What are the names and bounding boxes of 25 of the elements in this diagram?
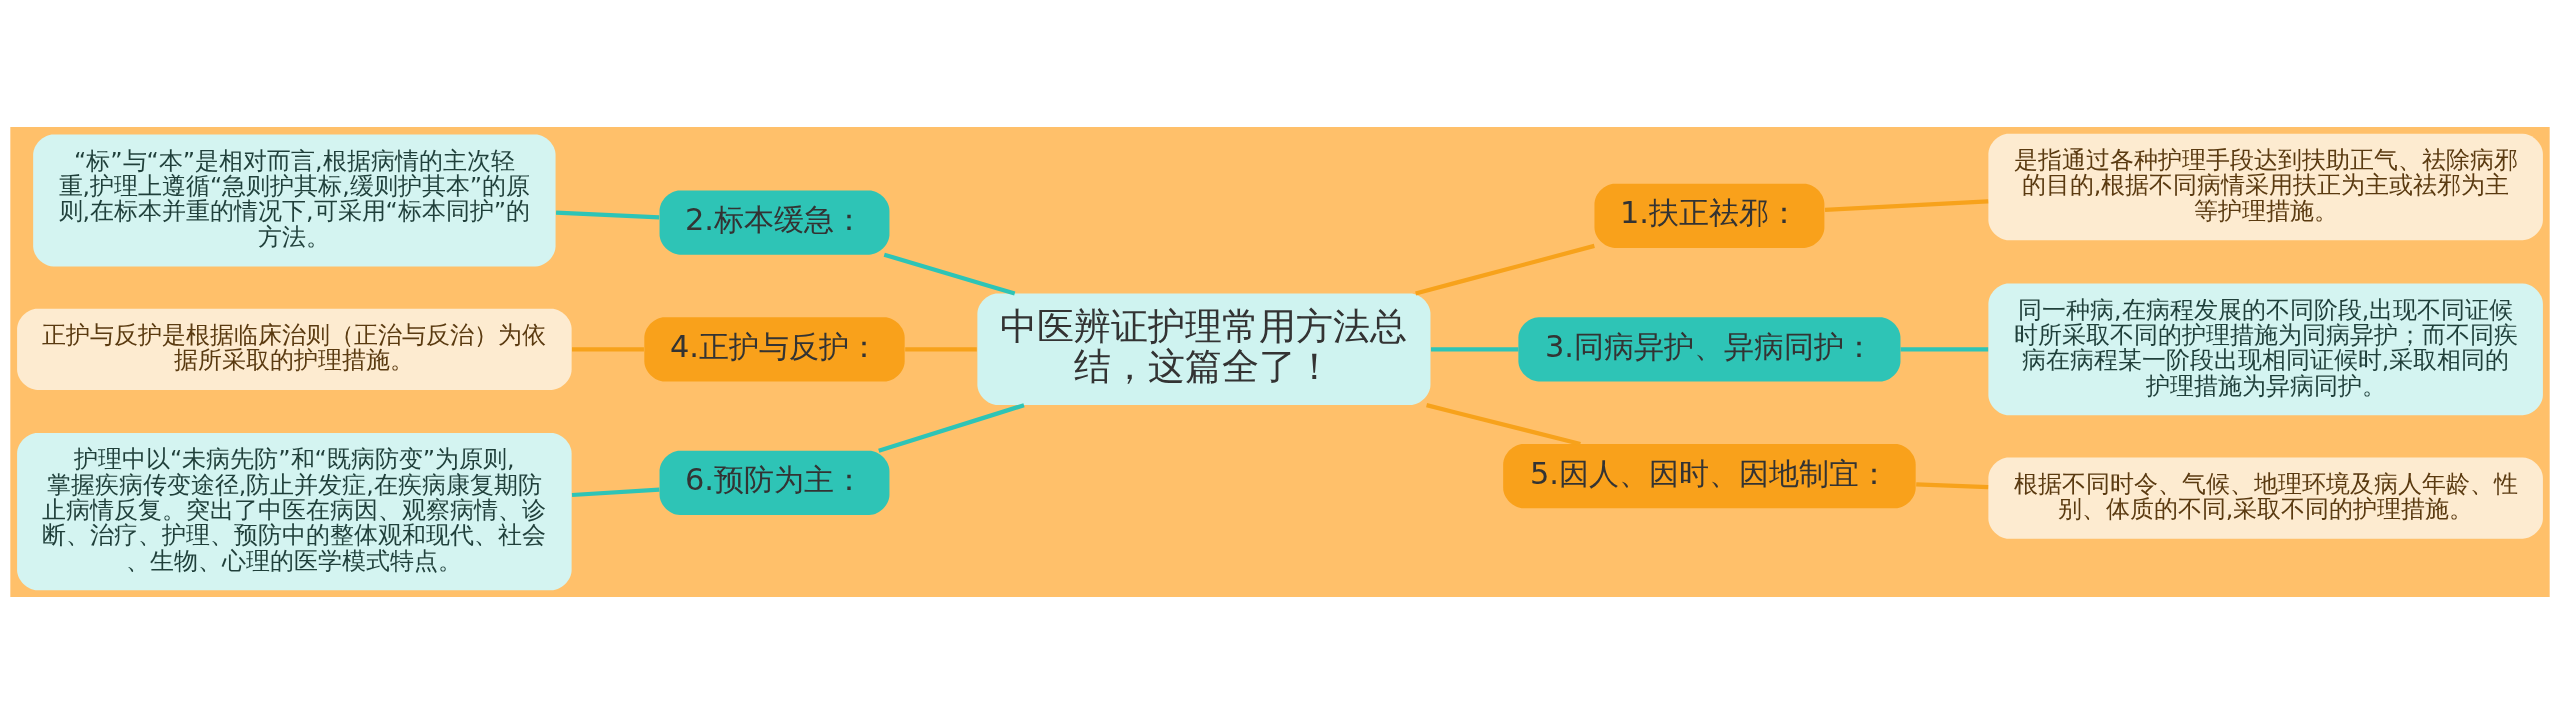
connector [878, 402, 1025, 453]
node-box: 6.预防为主： [659, 450, 890, 515]
node-box: 正护与反护是根据临床治则（正治与反治）为依据所采取的护理措施。 [17, 308, 572, 390]
connector [905, 346, 977, 351]
connector [1900, 346, 1989, 351]
node-box: 4.正护与反护： [644, 316, 905, 381]
node-box: 中医辨证护理常用方法总结，这篇全了！ [977, 293, 1431, 405]
connector [1824, 198, 1989, 212]
node-box: 2.标本缓急： [659, 189, 890, 255]
connector [883, 252, 1016, 296]
node-box: 3.同病异护、异病同护： [1518, 316, 1901, 381]
node-box: 1.扶正祛邪： [1594, 183, 1825, 248]
node-box: 同一种病,在病程发展的不同阶段,出现不同证候时所采取不同的护理措施为同病异护；而不同疾病在病程某一阶段出现相同证候时,采取相同的护理措施为异病同护。 [1988, 282, 2543, 415]
node-box: 5.因人、因时、因地制宜： [1503, 443, 1916, 508]
connector [572, 346, 644, 351]
node-box: 是指通过各种护理手段达到扶助正气、祛除病邪的目的,根据不同病情采用扶正为主或祛邪为主等护理措施。 [1988, 133, 2543, 240]
node-box: 根据不同时令、气候、地理环境及病人年龄、性别、体质的不同,采取不同的护理措施。 [1988, 457, 2543, 539]
node-box: “标”与“本”是相对而言,根据病情的主次轻重,护理上遵循“急则护其标,缓则护其本”的原则,在标本并重的情况下,可采用“标本同护”的方法。 [33, 134, 556, 266]
connector [1430, 346, 1519, 351]
node-box: 护理中以“未病先防”和“既病防变”为原则,掌握疾病传变途径,防止并发症,在疾病康复期防止病情反复。突出了中医在病因、观察病情、诊断、治疗、护理、预防中的整体观和现代、社会、生物、心理的医学模式特点。 [17, 432, 572, 590]
connector [1426, 402, 1581, 446]
connector [1916, 481, 1989, 489]
connector [571, 487, 660, 497]
connector [555, 209, 660, 219]
connector [1415, 243, 1595, 295]
